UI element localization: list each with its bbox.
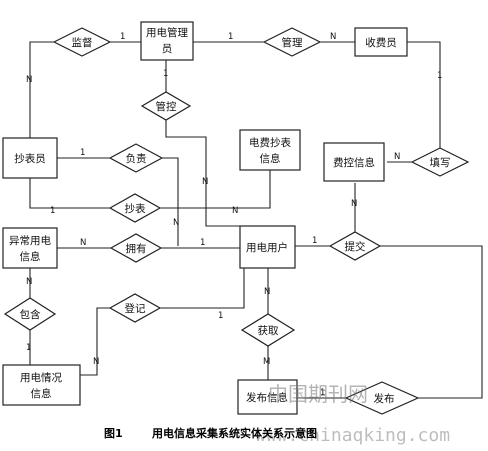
entity-label-line2: 员 — [162, 43, 173, 55]
entity-label-line1: 用电管理 — [146, 26, 188, 39]
relation-fuze: 负责 — [108, 143, 164, 173]
watermark-cn: 中国期刊网 — [268, 382, 368, 406]
cardinality-dengji-usage: N — [93, 357, 99, 367]
relation-dengji: 登记 — [108, 293, 162, 323]
cardinality-labels: 1 N 1 N 1 N 1 N 1 N 1 N 1 N N 1 N 1 1 N … — [26, 32, 442, 398]
relation-fabu: 发布 — [344, 381, 420, 415]
relation-label: 获取 — [258, 325, 279, 337]
relation-label: 管控 — [156, 100, 177, 113]
relation-jiandu: 监督 — [52, 27, 112, 57]
connector-lines — [29, 41, 483, 399]
relation-label: 登记 — [125, 302, 146, 315]
entity-yongdian-guanliyuan: 用电管理 员 — [140, 21, 194, 61]
relation-tijiao: 提交 — [328, 231, 382, 261]
relation-label: 负责 — [126, 152, 147, 165]
relation-label: 监督 — [72, 36, 93, 49]
relation-chaobiao: 抄表 — [108, 193, 162, 223]
entity-label: 抄表员 — [14, 152, 46, 165]
entity-label: 费控信息 — [333, 156, 375, 169]
cardinality-dengji-user: 1 — [218, 311, 223, 321]
entity-chaobiaoyuan: 抄表员 — [2, 137, 58, 179]
entity-fabu-xinxi: 发布信息 — [237, 379, 298, 415]
relation-yongyou: 拥有 — [109, 233, 163, 263]
cardinality-guanli-mgr: 1 — [228, 32, 233, 42]
cardinality-guankong-user: N — [202, 177, 208, 187]
entity-yichang-yongdian-xinxi: 异常用电 信息 — [2, 227, 58, 269]
cardinality-yongyou-user: 1 — [200, 238, 205, 248]
cardinality-tijiao-fee: N — [351, 199, 357, 209]
cardinality-fuze-reader: 1 — [80, 148, 85, 158]
cardinality-fuze-user: N — [173, 218, 179, 228]
cardinality-chaobiao-reader: 1 — [50, 206, 55, 216]
cardinality-jiandu-reader: N — [26, 75, 32, 85]
watermark-url: www.chinaqking.com — [255, 425, 450, 446]
relation-label: 拥有 — [126, 242, 147, 255]
cardinality-huoqu-pub: M — [263, 357, 270, 367]
entity-label: 收费员 — [365, 36, 397, 49]
entity-label-line1: 电费抄表 — [249, 136, 291, 149]
entity-label-line1: 异常用电 — [9, 234, 51, 247]
cardinality-tianxie-fee: N — [394, 152, 400, 162]
relation-huoqu: 获取 — [240, 313, 296, 347]
caption-text: 用电信息采集系统实体关系示意图 — [152, 426, 317, 440]
cardinality-yongyou-abn: N — [80, 238, 86, 248]
caption-fig-number: 图1 — [104, 427, 123, 440]
figure-caption: 图1 用电信息采集系统实体关系示意图 — [104, 426, 317, 440]
relation-label: 发布 — [374, 392, 395, 405]
relation-label: 填写 — [430, 156, 451, 169]
cardinality-baohan-abn: N — [26, 277, 32, 287]
entity-label-line2: 信息 — [260, 152, 281, 165]
relation-label: 提交 — [345, 240, 366, 253]
cardinality-jiandu-mgr: 1 — [120, 32, 125, 42]
entity-feikong-xinxi: 费控信息 — [323, 142, 385, 182]
relation-baohan: 包含 — [3, 297, 57, 331]
entity-yongdian-yonghu: 用电用户 — [239, 225, 296, 269]
cardinality-baohan-usage: 1 — [26, 343, 31, 353]
relation-guanli: 管理 — [262, 27, 322, 57]
cardinality-chaobiao-info: N — [232, 206, 238, 216]
cardinality-guanli-collector: N — [330, 32, 336, 42]
relation-label: 管理 — [282, 36, 303, 49]
cardinality-guankong-mgr: 1 — [163, 69, 168, 79]
relation-tianxie: 填写 — [410, 147, 470, 177]
entity-dianfei-chaobiao-xinxi: 电费抄表 信息 — [239, 129, 301, 171]
cardinality-tijiao-user: 1 — [312, 236, 317, 246]
relation-label: 包含 — [20, 308, 41, 321]
entity-shoufeiyuan: 收费员 — [354, 27, 408, 57]
cardinality-fabu-pub: 1 — [320, 388, 325, 398]
entity-label-line1: 用电情况 — [20, 371, 62, 384]
entity-label-line2: 信息 — [31, 387, 52, 400]
entity-label: 用电用户 — [246, 241, 288, 254]
watermark: 中国期刊网 www.chinaqking.com — [255, 382, 450, 446]
relation-label: 抄表 — [125, 202, 146, 215]
entity-label-line2: 信息 — [20, 250, 41, 263]
relation-guankong: 管控 — [140, 91, 192, 121]
entity-label: 发布信息 — [246, 391, 288, 404]
cardinality-huoqu-user: N — [264, 287, 270, 297]
entity-yongdian-qingkuang-xinxi: 用电情况 信息 — [2, 364, 81, 406]
cardinality-tianxie-collector: 1 — [437, 71, 442, 81]
